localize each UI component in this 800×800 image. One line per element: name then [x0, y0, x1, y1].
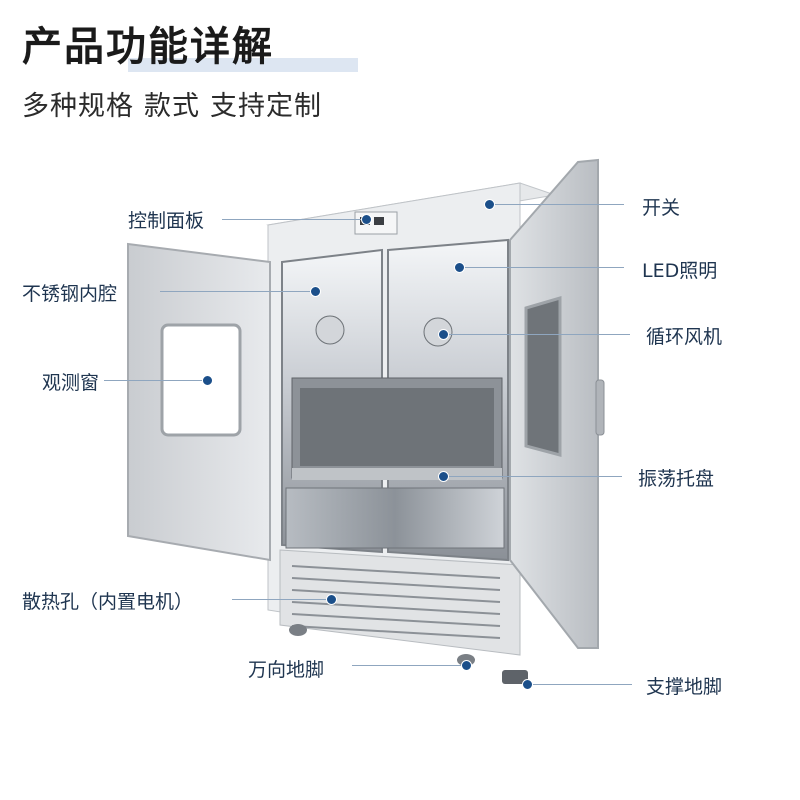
- label-support-foot: 支撑地脚: [646, 676, 723, 698]
- leader-viewing-window: [104, 380, 204, 381]
- leader-stainless-chamber: [160, 291, 312, 292]
- leader-fan: [444, 334, 630, 335]
- subtitle-part-1: 多种规格: [22, 91, 134, 122]
- leader-switch: [490, 204, 624, 205]
- dot-control-panel: [361, 214, 372, 225]
- dot-viewing-window: [202, 375, 213, 386]
- subtitle-part-2: 款式: [144, 91, 200, 122]
- dot-fan: [438, 329, 449, 340]
- leader-caster: [352, 665, 464, 666]
- lower-drawer: [285, 487, 505, 549]
- dot-switch: [484, 199, 495, 210]
- leader-support-foot: [528, 684, 632, 685]
- label-led: LED照明: [642, 260, 718, 282]
- dot-stainless-chamber: [310, 286, 321, 297]
- label-control-panel: 控制面板: [128, 210, 205, 232]
- label-heat-vent: 散热孔（内置电机）: [22, 591, 194, 613]
- label-switch: 开关: [642, 197, 681, 219]
- subtitle-part-3: 支持定制: [210, 91, 322, 122]
- support-foot: [502, 670, 528, 684]
- leader-control-panel: [222, 219, 362, 220]
- label-viewing-window: 观测窗: [42, 372, 100, 394]
- label-caster: 万向地脚: [248, 659, 325, 681]
- dot-led: [454, 262, 465, 273]
- right-door-handle: [595, 379, 605, 436]
- page-title: 产品功能详解: [22, 24, 274, 70]
- dot-support-foot: [522, 679, 533, 690]
- fan-left: [315, 315, 345, 345]
- dot-heat-vent: [326, 594, 337, 605]
- label-tray: 振荡托盘: [638, 468, 715, 490]
- leader-heat-vent: [232, 599, 328, 600]
- label-stainless-chamber: 不锈钢内腔: [22, 283, 118, 305]
- right-door-window: [524, 295, 562, 457]
- dot-tray: [438, 471, 449, 482]
- dot-caster: [461, 660, 472, 671]
- caster-left: [289, 624, 307, 636]
- vent-slots: [291, 565, 501, 639]
- label-fan: 循环风机: [646, 326, 723, 348]
- leader-led: [460, 267, 624, 268]
- leader-tray: [444, 476, 622, 477]
- page-subtitle: 多种规格款式支持定制: [22, 84, 332, 123]
